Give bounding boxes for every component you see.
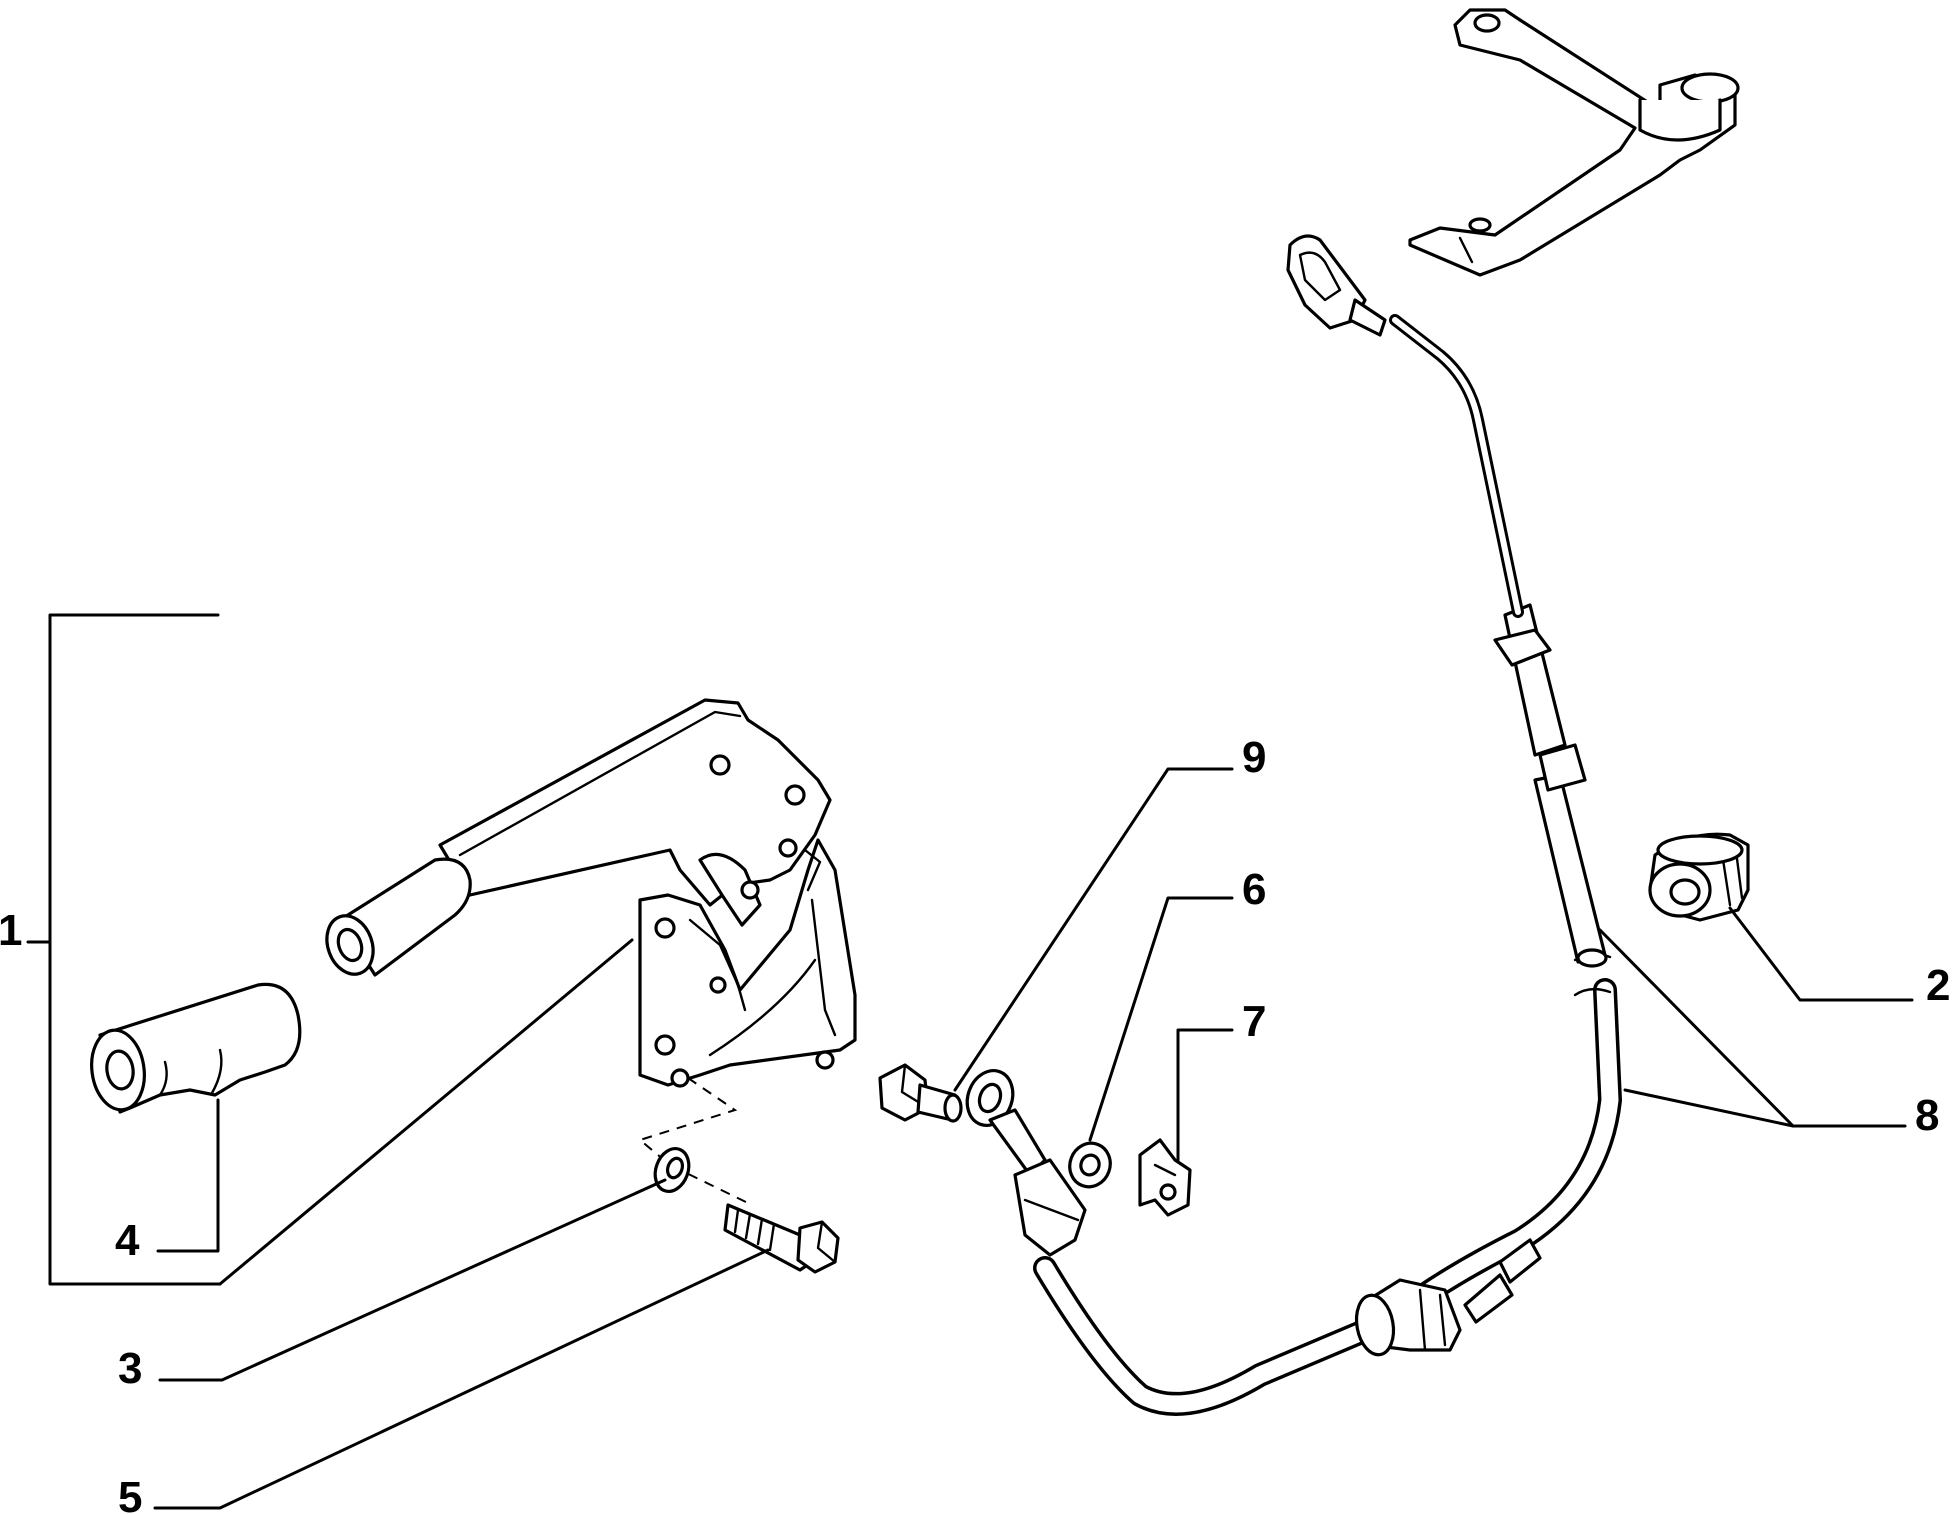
banjo-bolt-item-9: [878, 1063, 963, 1123]
callout-2: 2: [1926, 961, 1950, 1010]
hose-assembly-item-8: [988, 234, 1622, 1416]
group-bracket-1: [26, 613, 222, 1286]
callout-5: 5: [118, 1473, 142, 1514]
bolt-item-5: [723, 1203, 840, 1274]
washer-item-6: [1068, 1141, 1112, 1189]
callout-8: 8: [1915, 1091, 1939, 1140]
pedal-bracket: [1408, 8, 1740, 277]
seal-washer: [965, 1069, 1015, 1127]
washer-item-3: [653, 1147, 691, 1193]
callout-labels: 1 2 3 4 5 6 7 8 9: [0, 733, 1950, 1514]
handle-grip: [90, 982, 302, 1114]
mounting-guide-lines: [637, 1077, 753, 1206]
callout-1: 1: [0, 906, 22, 955]
handbrake-lever-assembly: [325, 698, 857, 1088]
callout-9: 9: [1242, 733, 1266, 782]
callout-6: 6: [1242, 865, 1266, 914]
leader-lines: [153, 767, 1914, 1510]
callout-3: 3: [118, 1344, 142, 1393]
callout-7: 7: [1242, 997, 1266, 1046]
grommet-item-2: [1648, 832, 1750, 922]
clip-item-7: [1138, 1138, 1192, 1217]
callout-4: 4: [115, 1216, 140, 1265]
